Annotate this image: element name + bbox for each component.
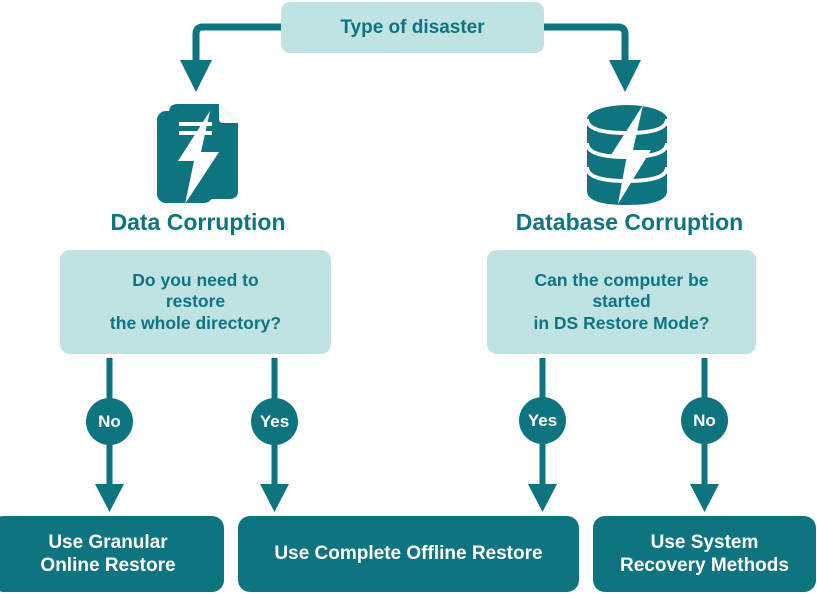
- connector-root-to-left: [192, 23, 281, 62]
- outcome-line: Recovery Methods: [620, 555, 789, 576]
- edge-badge-yes-database-corruption[interactable]: Yes: [519, 397, 566, 444]
- branch-title-database-corruption: Database Corruption: [515, 209, 744, 235]
- arrowhead-root-to-right: [609, 60, 641, 92]
- database-lightning-icon: [585, 103, 669, 207]
- branch-title-data-corruption: Data Corruption: [110, 209, 286, 235]
- root-node-type-of-disaster[interactable]: Type of disaster: [281, 2, 544, 53]
- decision-line: the whole directory?: [109, 312, 282, 333]
- outcome-node-use-complete-offline-restore[interactable]: Use Complete Offline Restore: [238, 516, 579, 592]
- arrowhead-q2-no: [690, 484, 719, 512]
- decision-line: in DS Restore Mode?: [533, 312, 710, 333]
- arrowhead-q1-yes: [260, 484, 289, 512]
- outcome-node-use-granular-online-restore[interactable]: Use Granular Online Restore: [0, 516, 224, 592]
- arrowhead-q2-yes: [528, 484, 557, 512]
- decision-node-database-corruption[interactable]: Can the computer be started in DS Restor…: [487, 250, 756, 354]
- arrowhead-q1-no: [95, 484, 124, 512]
- outcome-line: Use System: [650, 531, 759, 553]
- decision-line: started: [592, 291, 651, 312]
- outcome-line: Use Granular: [48, 531, 168, 553]
- outcome-node-use-system-recovery-methods[interactable]: Use System Recovery Methods: [593, 516, 816, 592]
- decision-node-data-corruption[interactable]: Do you need to restore the whole directo…: [60, 250, 331, 354]
- document-lightning-icon: [157, 103, 239, 206]
- arrowhead-root-to-left: [180, 60, 212, 92]
- edge-badge-yes-data-corruption[interactable]: Yes: [251, 398, 298, 445]
- decision-line: restore: [165, 291, 226, 312]
- decision-line: Can the computer be: [534, 269, 709, 290]
- decision-line: Do you need to: [132, 269, 259, 290]
- edge-badge-no-data-corruption[interactable]: No: [86, 398, 133, 445]
- outcome-line: Use Complete Offline Restore: [274, 543, 543, 565]
- edge-badge-no-database-corruption[interactable]: No: [681, 397, 728, 444]
- connector-root-to-right: [544, 23, 629, 62]
- outcome-line: Online Restore: [40, 555, 176, 576]
